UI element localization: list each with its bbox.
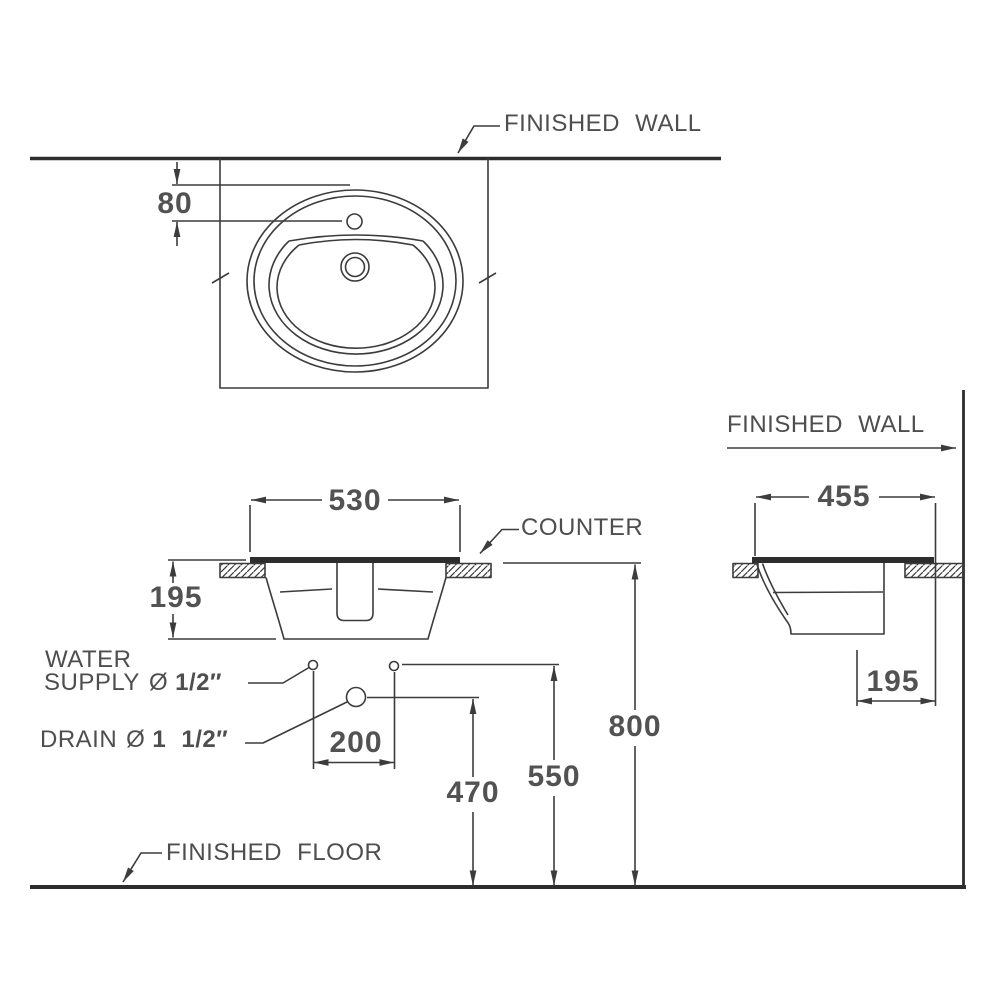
centerline-tick-left (211, 272, 230, 284)
faucet-deck-edge-outer (288, 234, 424, 242)
bowl-inner-line-left (279, 588, 333, 593)
drain-word: DRAIN (40, 726, 118, 753)
centerline-tick-right (478, 272, 497, 284)
dim-800-text: 800 (608, 710, 662, 743)
drain-hole-outer (340, 252, 370, 282)
counter-section-back (904, 562, 964, 579)
dim-455-text: 455 (817, 480, 871, 513)
dim-470-text: 470 (446, 776, 500, 809)
basin-rim-outer (246, 189, 464, 373)
finished-floor-leader (122, 852, 162, 883)
front-section-view (168, 496, 641, 886)
water-supply-word: SUPPLY (44, 669, 140, 696)
bowl-inner-line-side (772, 591, 884, 594)
bowl-profile-front (265, 577, 447, 640)
bowl-wall-inner-curve (761, 563, 789, 616)
dim-550-text: 550 (527, 760, 581, 793)
counter-leader (479, 528, 519, 555)
bowl-profile-side (755, 562, 885, 635)
finished-floor-label: FINISHED FLOOR (166, 839, 383, 866)
drain-hole-inner (344, 256, 366, 278)
water-supply-point-right (388, 660, 400, 672)
water-supply-diameter-symbol: Ø (148, 669, 169, 696)
dim-530-text: 530 (328, 484, 382, 517)
side-section-view (727, 444, 964, 706)
faucet-hole (346, 213, 363, 230)
water-supply-leader (248, 666, 310, 684)
dim-195-side-text: 195 (866, 665, 920, 698)
faucet-deck-edge-inner (298, 238, 414, 246)
bowl-inner-line-right (377, 588, 434, 593)
drain-diameter-symbol: Ø (126, 726, 146, 753)
plan-view (172, 158, 497, 389)
bowl-edge-outer (268, 240, 444, 355)
water-supply-point-left (307, 659, 319, 671)
bowl-edge-inner (276, 244, 436, 350)
dim-80-text: 80 (157, 187, 193, 220)
counter-section-right (445, 562, 492, 579)
finished-wall-side-label: FINISHED WALL (727, 411, 925, 438)
finished-wall-top-label: FINISHED WALL (504, 110, 702, 137)
counter-section-front (732, 562, 759, 579)
water-supply-label-line1: WATER (45, 646, 132, 673)
counter-label: COUNTER (521, 514, 644, 541)
dim-195-front-text: 195 (149, 581, 203, 614)
drain-point (345, 686, 367, 708)
dim-200-text: 200 (329, 726, 383, 759)
drain-leader (245, 700, 349, 744)
drain-column-front (336, 563, 374, 622)
counter-outline-plan (219, 158, 489, 389)
drain-size: 1 1/2″ (152, 726, 229, 753)
finished-wall-top-leader (457, 125, 500, 154)
water-supply-size: 1/2″ (175, 669, 222, 696)
counter-section-left (219, 562, 266, 579)
basin-rim-inner (253, 195, 457, 367)
